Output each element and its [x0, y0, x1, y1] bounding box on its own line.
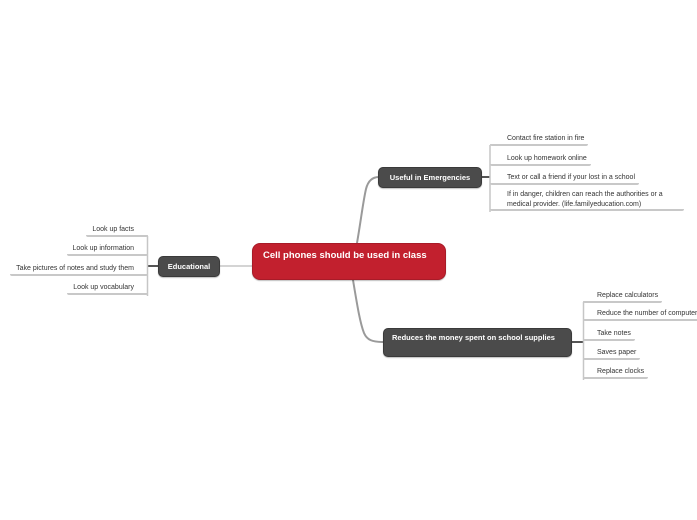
- leaf-saves-paper[interactable]: Saves paper: [583, 347, 641, 360]
- leaf-look-up-homework[interactable]: Look up homework online: [490, 153, 591, 166]
- leaf-replace-clocks[interactable]: Replace clocks: [583, 366, 649, 379]
- branch-node-emergencies[interactable]: Useful in Emergencies: [378, 167, 482, 188]
- leaf-reach-authorities[interactable]: If in danger, children can reach the aut…: [490, 190, 684, 211]
- branch-node-educational[interactable]: Educational: [158, 256, 220, 277]
- leaf-contact-fire-station[interactable]: Contact fire station in fire: [490, 133, 589, 146]
- leaf-text-or-call-friend[interactable]: Text or call a friend if your lost in a …: [490, 172, 640, 185]
- root-node[interactable]: Cell phones should be used in class: [252, 243, 446, 280]
- leaf-take-pictures-of-notes[interactable]: Take pictures of notes and study them: [10, 263, 148, 276]
- connector-root-emergencies: [356, 176, 380, 244]
- connector-root-supplies: [352, 279, 385, 343]
- leaf-reduce-computers[interactable]: Reduce the number of computers b: [583, 308, 697, 321]
- leaf-replace-calculators[interactable]: Replace calculators: [583, 290, 663, 303]
- branch-node-supplies[interactable]: Reduces the money spent on school suppli…: [383, 328, 572, 357]
- leaf-look-up-information[interactable]: Look up information: [66, 243, 148, 256]
- leaf-look-up-vocabulary[interactable]: Look up vocabulary: [67, 282, 148, 295]
- leaf-take-notes[interactable]: Take notes: [583, 328, 635, 341]
- leaf-look-up-facts[interactable]: Look up facts: [86, 224, 148, 237]
